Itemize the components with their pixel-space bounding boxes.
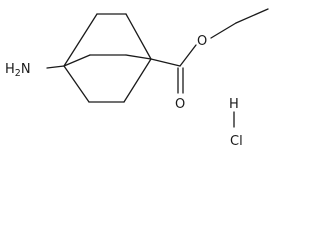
bond-bridgehead-left-top: [63, 13, 98, 67]
bond-carbonyl-o-ester: [179, 44, 197, 67]
bond-mid-left: [63, 54, 91, 67]
ester-group: O O: [150, 8, 269, 112]
amine-label: H2N: [5, 62, 31, 79]
ester-oxygen-label: O: [197, 34, 207, 49]
salt-h-label: H: [229, 97, 239, 112]
salt-cl-label: Cl: [230, 134, 243, 149]
bond-low-left: [63, 65, 90, 103]
bond-o-ch2: [210, 22, 237, 39]
bond-mid-right: [125, 54, 152, 60]
hydrochloride: H Cl: [229, 97, 243, 149]
bond-top-right-bridgehead: [125, 13, 152, 60]
bond-c-n: [46, 65, 65, 69]
chemical-structure: H2N O O H Cl: [5, 8, 269, 149]
bicyclooctane-cage: [63, 13, 152, 103]
bond-ch2-ch3: [235, 8, 269, 24]
bond-low-right: [123, 58, 152, 103]
bond-c-carbonyl: [150, 58, 181, 67]
carbonyl-oxygen-label: O: [175, 97, 185, 112]
